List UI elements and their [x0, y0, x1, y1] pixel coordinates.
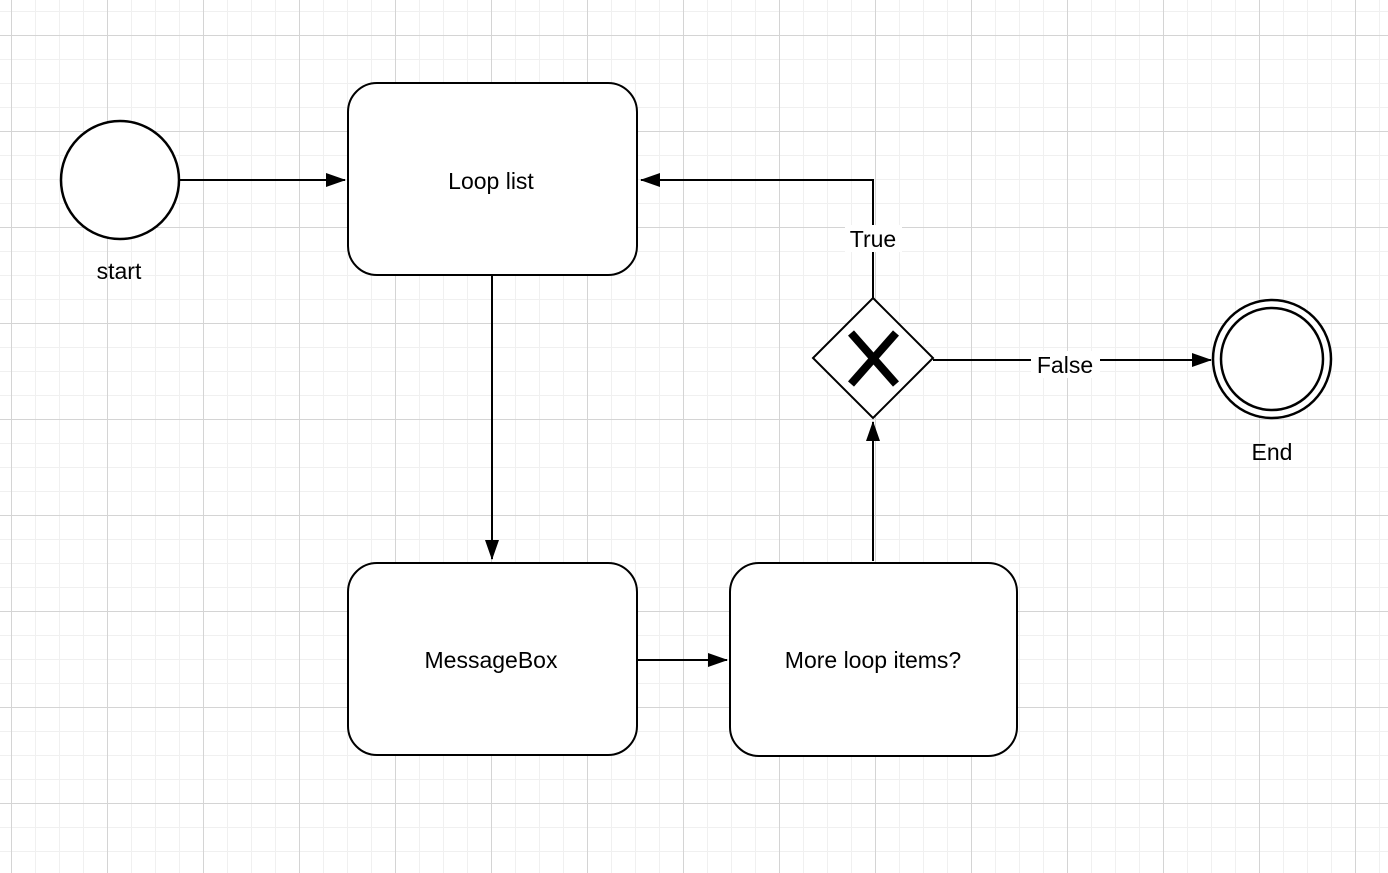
node-more-loop-items-task[interactable]: More loop items? [729, 562, 1018, 757]
edge-label-true[interactable]: True [850, 226, 896, 252]
node-message-box-task[interactable]: MessageBox [347, 562, 638, 756]
start-event-circle[interactable] [59, 119, 181, 241]
edge-gateway-true-to-loop-list[interactable] [640, 173, 874, 299]
node-start-event[interactable]: start [59, 119, 181, 284]
loop-list-label: Loop list [448, 168, 534, 194]
node-xor-gateway[interactable] [811, 296, 935, 420]
edges-layer [180, 173, 1212, 667]
nodes-layer: start Loop list MessageBox More loop ite… [59, 82, 1333, 757]
more-loop-items-label: More loop items? [785, 647, 961, 673]
end-event-inner-circle [1219, 306, 1325, 412]
loop-list-rect[interactable] [347, 82, 638, 276]
end-event-label: End [1252, 439, 1293, 465]
node-loop-list-task[interactable]: Loop list [347, 82, 638, 276]
gateway-x-icon [848, 330, 899, 387]
false-label-background [1031, 351, 1100, 378]
edge-label-false[interactable]: False [1037, 352, 1093, 378]
node-end-event[interactable]: End [1211, 298, 1333, 465]
more-loop-items-rect[interactable] [729, 562, 1018, 757]
true-label-background [845, 225, 902, 252]
message-box-rect[interactable] [347, 562, 638, 756]
edge-labels-layer: True False [845, 225, 1100, 378]
start-event-label: start [97, 258, 142, 284]
message-box-label: MessageBox [425, 647, 558, 673]
